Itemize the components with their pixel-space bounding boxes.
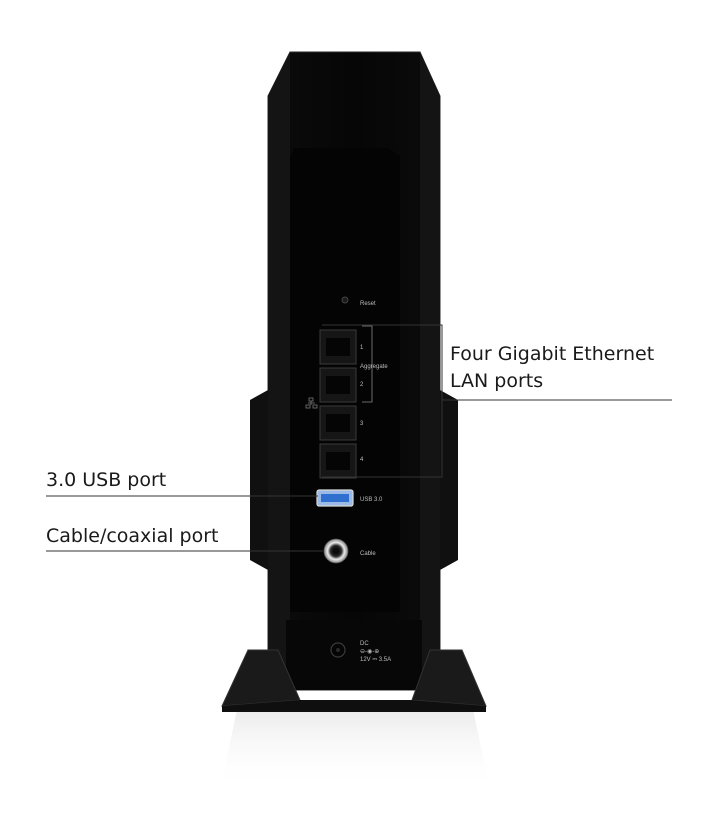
usb-callout: 3.0 USB port [46,469,167,491]
dc-label: DC [360,641,369,647]
reset-button [341,296,349,304]
callout-lines [46,324,672,552]
port-2-label: 2 [360,382,364,388]
power-section [286,620,422,690]
reset-label: Reset [360,301,376,307]
cable-callout: Cable/coaxial port [46,525,219,547]
network-icon [305,397,318,409]
lan-bracket [322,324,443,478]
port-3-label: 3 [360,421,364,427]
polarity-symbol: ⊖-◉-⊕ [360,649,379,655]
power-rating-label: 12V ⎓ 3.5A [360,657,391,663]
aggregate-label: Aggregate [360,364,388,370]
floor-reflection [220,705,490,790]
lan-callout-line1: Four Gigabit Ethernet [450,343,655,365]
lan-callout-line2: LAN ports [450,370,544,392]
usb-label: USB 3.0 [360,497,383,503]
port-1-label: 1 [360,345,364,351]
port-4-label: 4 [360,457,364,463]
cable-label: Cable [360,551,376,557]
